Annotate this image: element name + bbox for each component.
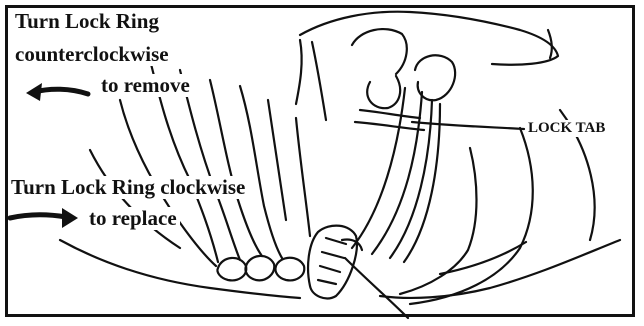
replace-label-line2: to replace: [86, 207, 180, 230]
remove-label-line2: counterclockwise: [12, 43, 172, 66]
remove-label-line3: to remove: [98, 74, 193, 97]
lock-tab-pointer: [412, 122, 524, 129]
finger-tips: [217, 258, 246, 280]
remove-label-line1: Turn Lock Ring: [12, 10, 162, 33]
arrow-right-icon: [10, 208, 78, 228]
replace-label-line1: Turn Lock Ring clockwise: [8, 176, 248, 199]
lock-tab-label: LOCK TAB: [526, 120, 607, 137]
arrow-left-icon: [26, 83, 88, 101]
